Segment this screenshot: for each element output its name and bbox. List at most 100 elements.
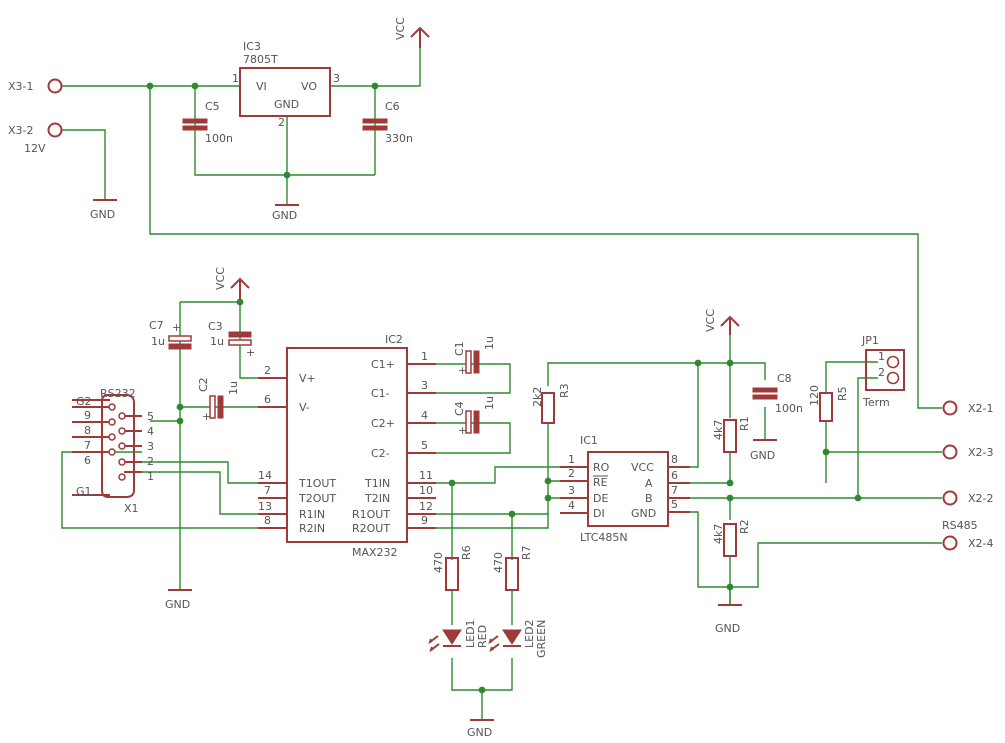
ic2-name: IC2 xyxy=(385,333,403,346)
ic2-left-pins: 2 V+ 6 V- 14 T1OUT 7 T2OUT 13 R1IN 8 R2I… xyxy=(258,364,336,535)
c4-name: C4 xyxy=(453,401,466,416)
x1-pin: 6 xyxy=(84,454,91,467)
capacitor-c8: C8 100n xyxy=(752,372,803,415)
ic3-pin1: 1 xyxy=(232,72,239,85)
ic2-pin-num: 6 xyxy=(264,393,271,406)
x1-name: RS232 xyxy=(100,387,136,400)
ic2-pin-label: V+ xyxy=(299,372,316,385)
ic1-pin-num: 6 xyxy=(671,469,678,482)
regulator-ic3: IC3 7805T VI VO GND 1 3 2 xyxy=(232,40,340,129)
ic2-pin-label: R1IN xyxy=(299,508,325,521)
ic3-name: IC3 xyxy=(243,40,261,53)
resistor-r2: 4k7 R2 xyxy=(712,519,751,557)
x1-pin: 1 xyxy=(147,470,154,483)
ic-max232: IC2 MAX232 2 V+ 6 V- 14 T1OUT 7 T2OUT 13… xyxy=(258,333,436,559)
ic1-pin-num: 5 xyxy=(671,498,678,511)
db9-connector-x1: RS232 X1 G2 G1 9 8 7 6 5 4 3 2 1 xyxy=(72,387,154,515)
resistor-r6: 470 R6 xyxy=(432,545,473,591)
x1-pin: 2 xyxy=(147,455,154,468)
c2-value: 1u xyxy=(227,381,240,395)
connector-label: X2-1 xyxy=(968,402,994,415)
ic2-pin-label: R2OUT xyxy=(352,522,390,535)
ic3-pin2: 2 xyxy=(278,116,285,129)
gnd-symbol-leds: GND xyxy=(467,719,494,739)
r6-name: R6 xyxy=(460,545,473,560)
vcc-label: VCC xyxy=(394,17,407,40)
power-symbols: VCC VCC VCC GND GND GND GND GND xyxy=(90,17,777,739)
capacitor-c1: + C1 1u xyxy=(453,336,496,377)
ic2-pin-num: 2 xyxy=(264,364,271,377)
vcc-label: VCC xyxy=(704,309,717,332)
junction xyxy=(478,686,486,694)
capacitor-c6: C6 330n xyxy=(362,100,413,145)
ic2-pin-label: C2+ xyxy=(371,417,395,430)
jp1-label: Term xyxy=(862,396,890,409)
c2-name: C2 xyxy=(197,377,210,392)
gnd-label: GND xyxy=(467,726,492,739)
ic1-pin-num: 1 xyxy=(568,453,575,466)
junction xyxy=(191,82,199,90)
capacitor-c3: + C3 1u xyxy=(208,320,255,359)
connector-x3-1: X3-1 xyxy=(8,78,63,94)
connector-label: X3-2 xyxy=(8,124,34,137)
ic1-pin-num: 4 xyxy=(568,499,575,512)
ic1-pin-label: GND xyxy=(631,507,656,520)
c4-polarity: + xyxy=(458,424,467,437)
ic2-pin-num: 4 xyxy=(421,409,428,422)
x1-pin: 9 xyxy=(84,409,91,422)
ic2-pin-num: 9 xyxy=(421,514,428,527)
ic1-pin-label: B xyxy=(645,492,653,505)
junction xyxy=(236,298,244,306)
ic1-left-pins: 1 RO 2 RE 3 DE 4 DI xyxy=(560,453,610,520)
capacitor-c2: + C2 1u xyxy=(197,377,240,423)
junction xyxy=(146,82,154,90)
c3-polarity: + xyxy=(246,346,255,359)
junction xyxy=(822,448,830,456)
ic2-pin-num: 13 xyxy=(258,500,272,513)
ic2-pin-num: 3 xyxy=(421,379,428,392)
gnd-symbol-c8: GND xyxy=(750,439,777,462)
ic1-pin-num: 8 xyxy=(671,453,678,466)
r5-name: R5 xyxy=(836,386,849,401)
junction xyxy=(176,417,184,425)
c3-name: C3 xyxy=(208,320,223,333)
jp1-name: JP1 xyxy=(861,334,879,347)
junction xyxy=(508,510,516,518)
x1-pin: 8 xyxy=(84,424,91,437)
gnd-symbol-x3: GND xyxy=(90,199,117,221)
ic1-pin-num: 3 xyxy=(568,484,575,497)
led1-color: RED xyxy=(476,625,489,648)
c7-name: C7 xyxy=(149,319,164,332)
gnd-label: GND xyxy=(165,598,190,611)
connector-x2-4: X2-4 RS485 xyxy=(942,519,994,551)
gnd-symbol-regulator: GND xyxy=(272,204,299,222)
led-led1: LED1 RED xyxy=(428,619,489,652)
ic2-pin-label: T2OUT xyxy=(298,492,336,505)
resistor-r7: 470 R7 xyxy=(492,545,533,591)
capacitor-c7: + C7 1u xyxy=(149,319,192,350)
junction xyxy=(694,359,702,367)
ic2-pin-num: 7 xyxy=(264,484,271,497)
led-led2: LED2 GREEN xyxy=(488,619,548,658)
ic1-name: IC1 xyxy=(580,434,598,447)
ic2-pin-num: 12 xyxy=(419,500,433,513)
ic-ltc485: IC1 LTC485N 1 RO 2 RE 3 DE 4 DI 8 VCC 6 … xyxy=(560,434,690,544)
junction xyxy=(854,494,862,502)
ic2-pin-num: 14 xyxy=(258,469,272,482)
gnd-label: GND xyxy=(715,622,740,635)
junction xyxy=(371,82,379,90)
ic2-pin-label: C1+ xyxy=(371,358,395,371)
c1-polarity: + xyxy=(458,364,467,377)
ic1-right-pins: 8 VCC 6 A 7 B 5 GND xyxy=(631,453,690,520)
ic2-pin-label: T1IN xyxy=(364,477,390,490)
ic2-right-pins: 1 C1+ 3 C1- 4 C2+ 5 C2- 11 T1IN 10 T2IN … xyxy=(352,350,436,535)
x1-pin: 4 xyxy=(147,425,154,438)
ic3-vi-label: VI xyxy=(256,80,267,93)
junction xyxy=(283,171,291,179)
r2-name: R2 xyxy=(738,519,751,534)
ic1-pin-num: 2 xyxy=(568,467,575,480)
connector-x2-2: X2-2 xyxy=(942,490,994,506)
connector-label: X2-3 xyxy=(968,446,994,459)
c6-value: 330n xyxy=(385,132,413,145)
capacitor-c4: + C4 1u xyxy=(453,396,496,437)
